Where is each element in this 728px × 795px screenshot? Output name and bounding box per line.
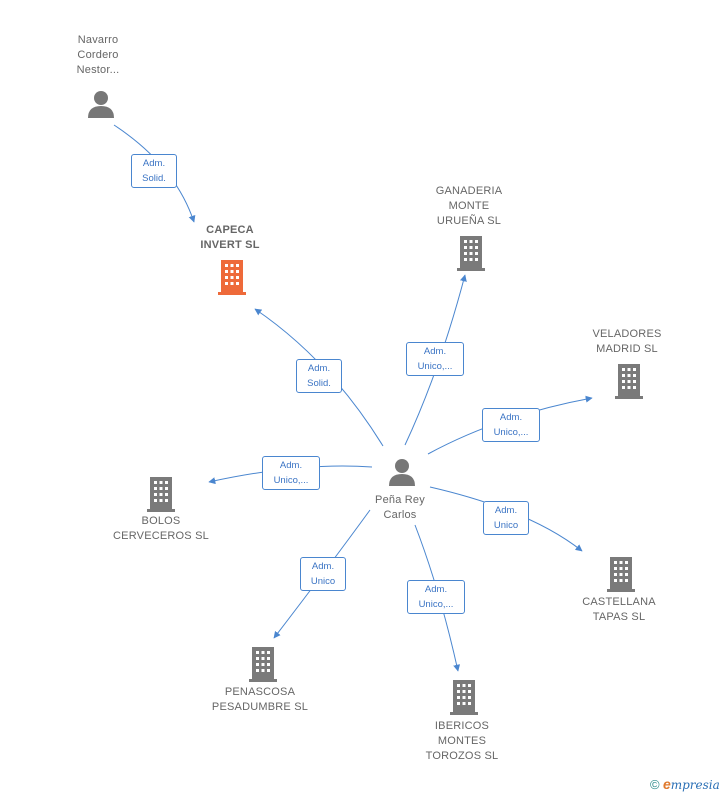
edge-label-line: Unico	[493, 520, 519, 531]
node-castellana[interactable]: CASTELLANA TAPAS SL	[569, 595, 669, 625]
edge-label-pena-bolos[interactable]: Adm. Unico,...	[262, 456, 320, 490]
edge-label-line: Unico,...	[273, 475, 309, 486]
edge-label-line: Adm.	[499, 412, 523, 423]
building-icon[interactable]	[449, 679, 479, 715]
edge-label-pena-ganaderia[interactable]: Adm. Unico,...	[406, 342, 464, 376]
node-ibericos[interactable]: IBERICOS MONTES TOROZOS SL	[412, 719, 512, 764]
edge-label-pena-veladores[interactable]: Adm. Unico,...	[482, 408, 540, 442]
person-icon[interactable]	[86, 89, 116, 119]
brand-name: mpresia	[670, 778, 720, 792]
node-label-line: PENASCOSA	[224, 686, 296, 698]
building-icon[interactable]	[606, 556, 636, 592]
node-label-line: CASTELLANA	[582, 596, 656, 608]
edge-label-pena-capeca[interactable]: Adm. Solid.	[296, 359, 342, 393]
node-label-line: CERVECEROS SL	[113, 530, 209, 542]
node-bolos[interactable]: BOLOS CERVECEROS SL	[101, 514, 221, 544]
node-label-line: CAPECA	[206, 224, 254, 236]
edge-label-line: Solid.	[307, 378, 331, 389]
node-label-line: Cordero	[77, 49, 119, 61]
node-penascosa[interactable]: PENASCOSA PESADUMBRE SL	[200, 685, 320, 715]
edge-label-line: Adm.	[494, 505, 518, 516]
node-label-line: PESADUMBRE SL	[211, 701, 309, 713]
edge-label-line: Adm.	[307, 363, 331, 374]
edge-label-line: Adm.	[424, 584, 448, 595]
node-label-line: MONTE	[448, 200, 490, 212]
edge-label-line: Adm.	[142, 158, 166, 169]
edge-label-line: Unico,...	[417, 361, 453, 372]
node-label-line: INVERT SL	[200, 239, 260, 251]
edge-label-line: Solid.	[142, 173, 166, 184]
node-label-line: Peña Rey	[375, 494, 425, 506]
edge-label-line: Adm.	[311, 561, 335, 572]
node-label-line: Nestor...	[76, 64, 120, 76]
brand-initial: e	[662, 776, 671, 792]
node-pena[interactable]: Peña Rey Carlos	[350, 493, 450, 523]
edge-label-navarro-capeca[interactable]: Adm. Solid.	[131, 154, 177, 188]
edge-label-pena-penascosa[interactable]: Adm. Unico	[300, 557, 346, 591]
edge-label-line: Unico	[310, 576, 336, 587]
building-icon[interactable]	[217, 259, 247, 295]
node-label-line: Navarro	[77, 34, 119, 46]
node-label-line: MONTES	[437, 735, 487, 747]
node-label-line: Carlos	[383, 509, 417, 521]
edge-label-line: Adm.	[423, 346, 447, 357]
node-label-line: MADRID SL	[596, 343, 658, 355]
node-label-line: TAPAS SL	[592, 611, 646, 623]
person-icon[interactable]	[387, 457, 417, 487]
node-label-line: URUEÑA SL	[436, 215, 502, 227]
node-label-line: GANADERIA	[435, 185, 503, 197]
node-label-line: VELADORES	[592, 328, 662, 340]
edge-label-line: Unico,...	[418, 599, 454, 610]
footer-brand[interactable]: © empresia	[650, 776, 720, 792]
node-label-line: TOROZOS SL	[425, 750, 499, 762]
edge-label-pena-castellana[interactable]: Adm. Unico	[483, 501, 529, 535]
node-capeca[interactable]: CAPECA INVERT SL	[180, 223, 280, 253]
node-label-line: IBERICOS	[434, 720, 490, 732]
building-icon[interactable]	[614, 363, 644, 399]
node-label-line: BOLOS	[141, 515, 181, 527]
node-navarro[interactable]: Navarro Cordero Nestor...	[48, 33, 148, 78]
node-veladores[interactable]: VELADORES MADRID SL	[577, 327, 677, 357]
node-ganaderia[interactable]: GANADERIA MONTE URUEÑA SL	[419, 184, 519, 229]
building-icon[interactable]	[456, 235, 486, 271]
building-icon[interactable]	[248, 646, 278, 682]
edge-label-line: Unico,...	[493, 427, 529, 438]
building-icon[interactable]	[146, 476, 176, 512]
edge-label-line: Adm.	[279, 460, 303, 471]
copyright-icon: ©	[650, 777, 660, 792]
edge-label-pena-ibericos[interactable]: Adm. Unico,...	[407, 580, 465, 614]
